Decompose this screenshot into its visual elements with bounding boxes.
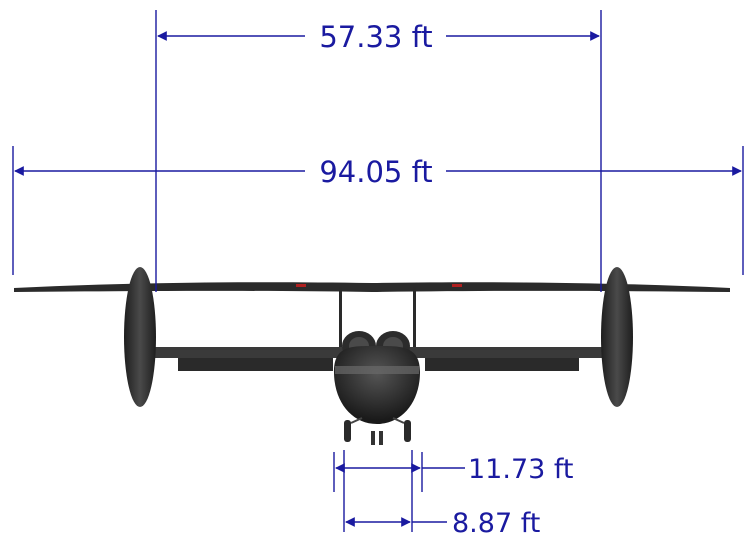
label-gear-outer: 11.73 ft (468, 454, 574, 485)
label-wing-span: 94.05 ft (319, 155, 432, 189)
lower-fairing-left (178, 358, 333, 371)
label-boom-span: 57.33 ft (319, 20, 432, 54)
label-gear-inner: 8.87 ft (452, 508, 540, 539)
aircraft (14, 267, 730, 445)
pod-left (124, 267, 156, 407)
nose-gear-right (379, 431, 383, 445)
pod-right (601, 267, 633, 407)
wing-marker-right (452, 284, 462, 287)
lower-fairing-right (425, 358, 579, 371)
strut-right (413, 287, 416, 349)
nose-gear-left (371, 431, 375, 445)
wing-marker-left (296, 284, 306, 287)
main-gear-left (344, 420, 351, 442)
fuselage-band (335, 366, 419, 374)
dimension-annotations (12, 10, 744, 532)
fuselage (334, 345, 420, 424)
gear-strut-right (392, 417, 405, 424)
gear-strut-left (350, 417, 363, 424)
main-gear-right (404, 420, 411, 442)
strut-left (339, 287, 342, 349)
wing (14, 282, 730, 292)
